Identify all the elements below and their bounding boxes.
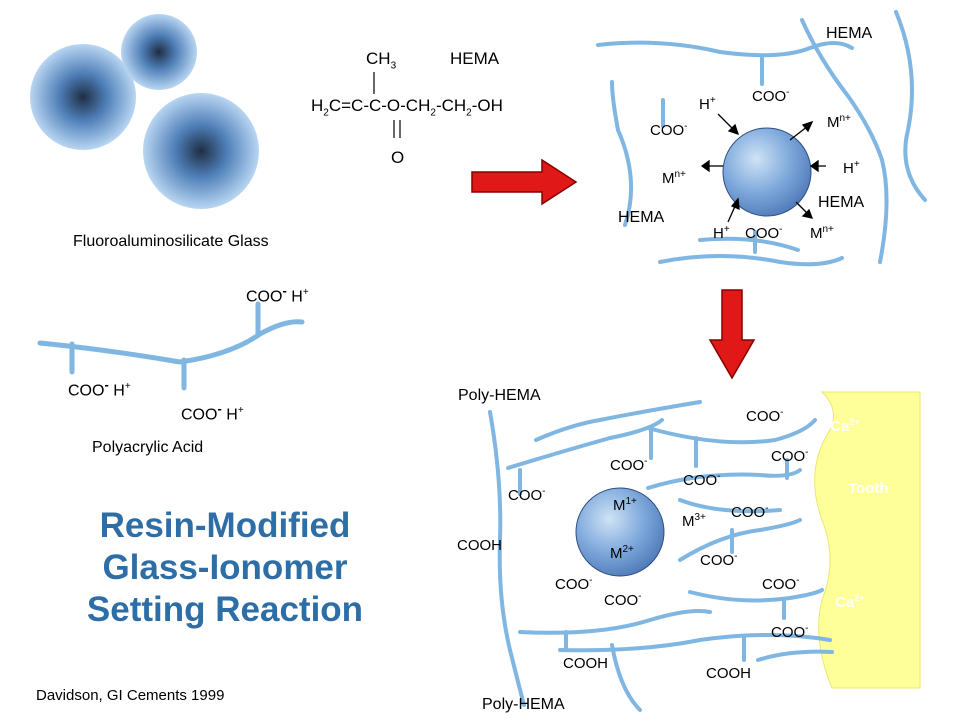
polyacid-group: COO- H+ xyxy=(246,283,309,306)
glass-particle xyxy=(121,14,197,90)
carboxylate-label: COO- xyxy=(771,623,809,641)
polyacrylic-chain xyxy=(37,301,305,391)
carboxylate-label: COO- xyxy=(746,407,784,425)
glass-particle xyxy=(143,93,259,209)
hema-formula-name: HEMA xyxy=(450,49,500,68)
carboxylate-label: COO- xyxy=(731,503,769,521)
carboxylate-label: COO- xyxy=(771,447,809,465)
carboxylate-label: COO- xyxy=(752,87,790,105)
proton-label: H+ xyxy=(713,224,730,242)
carboxylate-label: COO- xyxy=(700,551,738,569)
tooth-label: Tooth xyxy=(848,480,889,497)
polyacid-group: COO- H+ xyxy=(68,377,131,400)
hema-network-top xyxy=(596,10,927,267)
set-matrix-network xyxy=(488,400,834,712)
citation: Davidson, GI Cements 1999 xyxy=(36,687,225,704)
hema-label: HEMA xyxy=(618,209,665,226)
carboxylate-label: COO- xyxy=(683,471,721,489)
hema-label: HEMA xyxy=(826,25,873,42)
cooh-label: COOH xyxy=(563,655,608,672)
carboxylate-label: COO- xyxy=(745,224,783,242)
carboxylate-label: COO- xyxy=(762,575,800,593)
title-line: Resin-Modified xyxy=(99,506,351,545)
metal-ion-label: M1+ xyxy=(613,496,637,514)
reaction-arrow-right xyxy=(471,158,578,206)
diagram-title: Resin-Modified Glass-Ionomer Setting Rea… xyxy=(60,505,390,631)
carboxylate-label: COO- xyxy=(555,575,593,593)
calcium-label: Ca2+ xyxy=(835,593,865,611)
metal-ion-label: Mn+ xyxy=(827,113,851,131)
metal-ion-label: Mn+ xyxy=(662,169,686,187)
metal-ion-label: Mn+ xyxy=(810,224,834,242)
poly-hema-label: Poly-HEMA xyxy=(458,387,541,404)
glass-particle xyxy=(30,44,136,150)
carboxylate-label: COO- xyxy=(508,486,546,504)
metal-ion-label: M3+ xyxy=(682,512,706,530)
calcium-label: Ca2+ xyxy=(830,417,860,435)
proton-label: H+ xyxy=(843,159,860,177)
cooh-label: COOH xyxy=(457,537,502,554)
title-line: Glass-Ionomer xyxy=(102,548,348,587)
carboxylate-label: COO- xyxy=(650,121,688,139)
proton-label: H+ xyxy=(699,95,716,113)
polyacid-group: COO- H+ xyxy=(181,401,244,424)
set-glass-particle xyxy=(575,487,665,577)
polyacid-label: Polyacrylic Acid xyxy=(92,439,204,456)
reaction-arrow-down xyxy=(708,289,756,380)
hema-ch3: CH3 xyxy=(366,49,397,72)
hema-oxygen: O xyxy=(391,148,405,167)
metal-ion-label: M2+ xyxy=(610,544,634,562)
carboxylate-label: COO- xyxy=(604,591,642,609)
title-line: Setting Reaction xyxy=(86,590,364,629)
hema-chain-formula: H2C=C-C-O-CH2-CH2-OH xyxy=(311,96,503,119)
carboxylate-label: COO- xyxy=(610,456,648,474)
tooth-surface xyxy=(814,391,921,689)
hema-label: HEMA xyxy=(818,194,865,211)
glass-label: Fluoroaluminosilicate Glass xyxy=(73,233,269,250)
reacting-glass-particle xyxy=(722,127,812,217)
poly-hema-label: Poly-HEMA xyxy=(482,696,565,713)
ion-arrows xyxy=(700,113,826,223)
cooh-label: COOH xyxy=(706,665,751,682)
